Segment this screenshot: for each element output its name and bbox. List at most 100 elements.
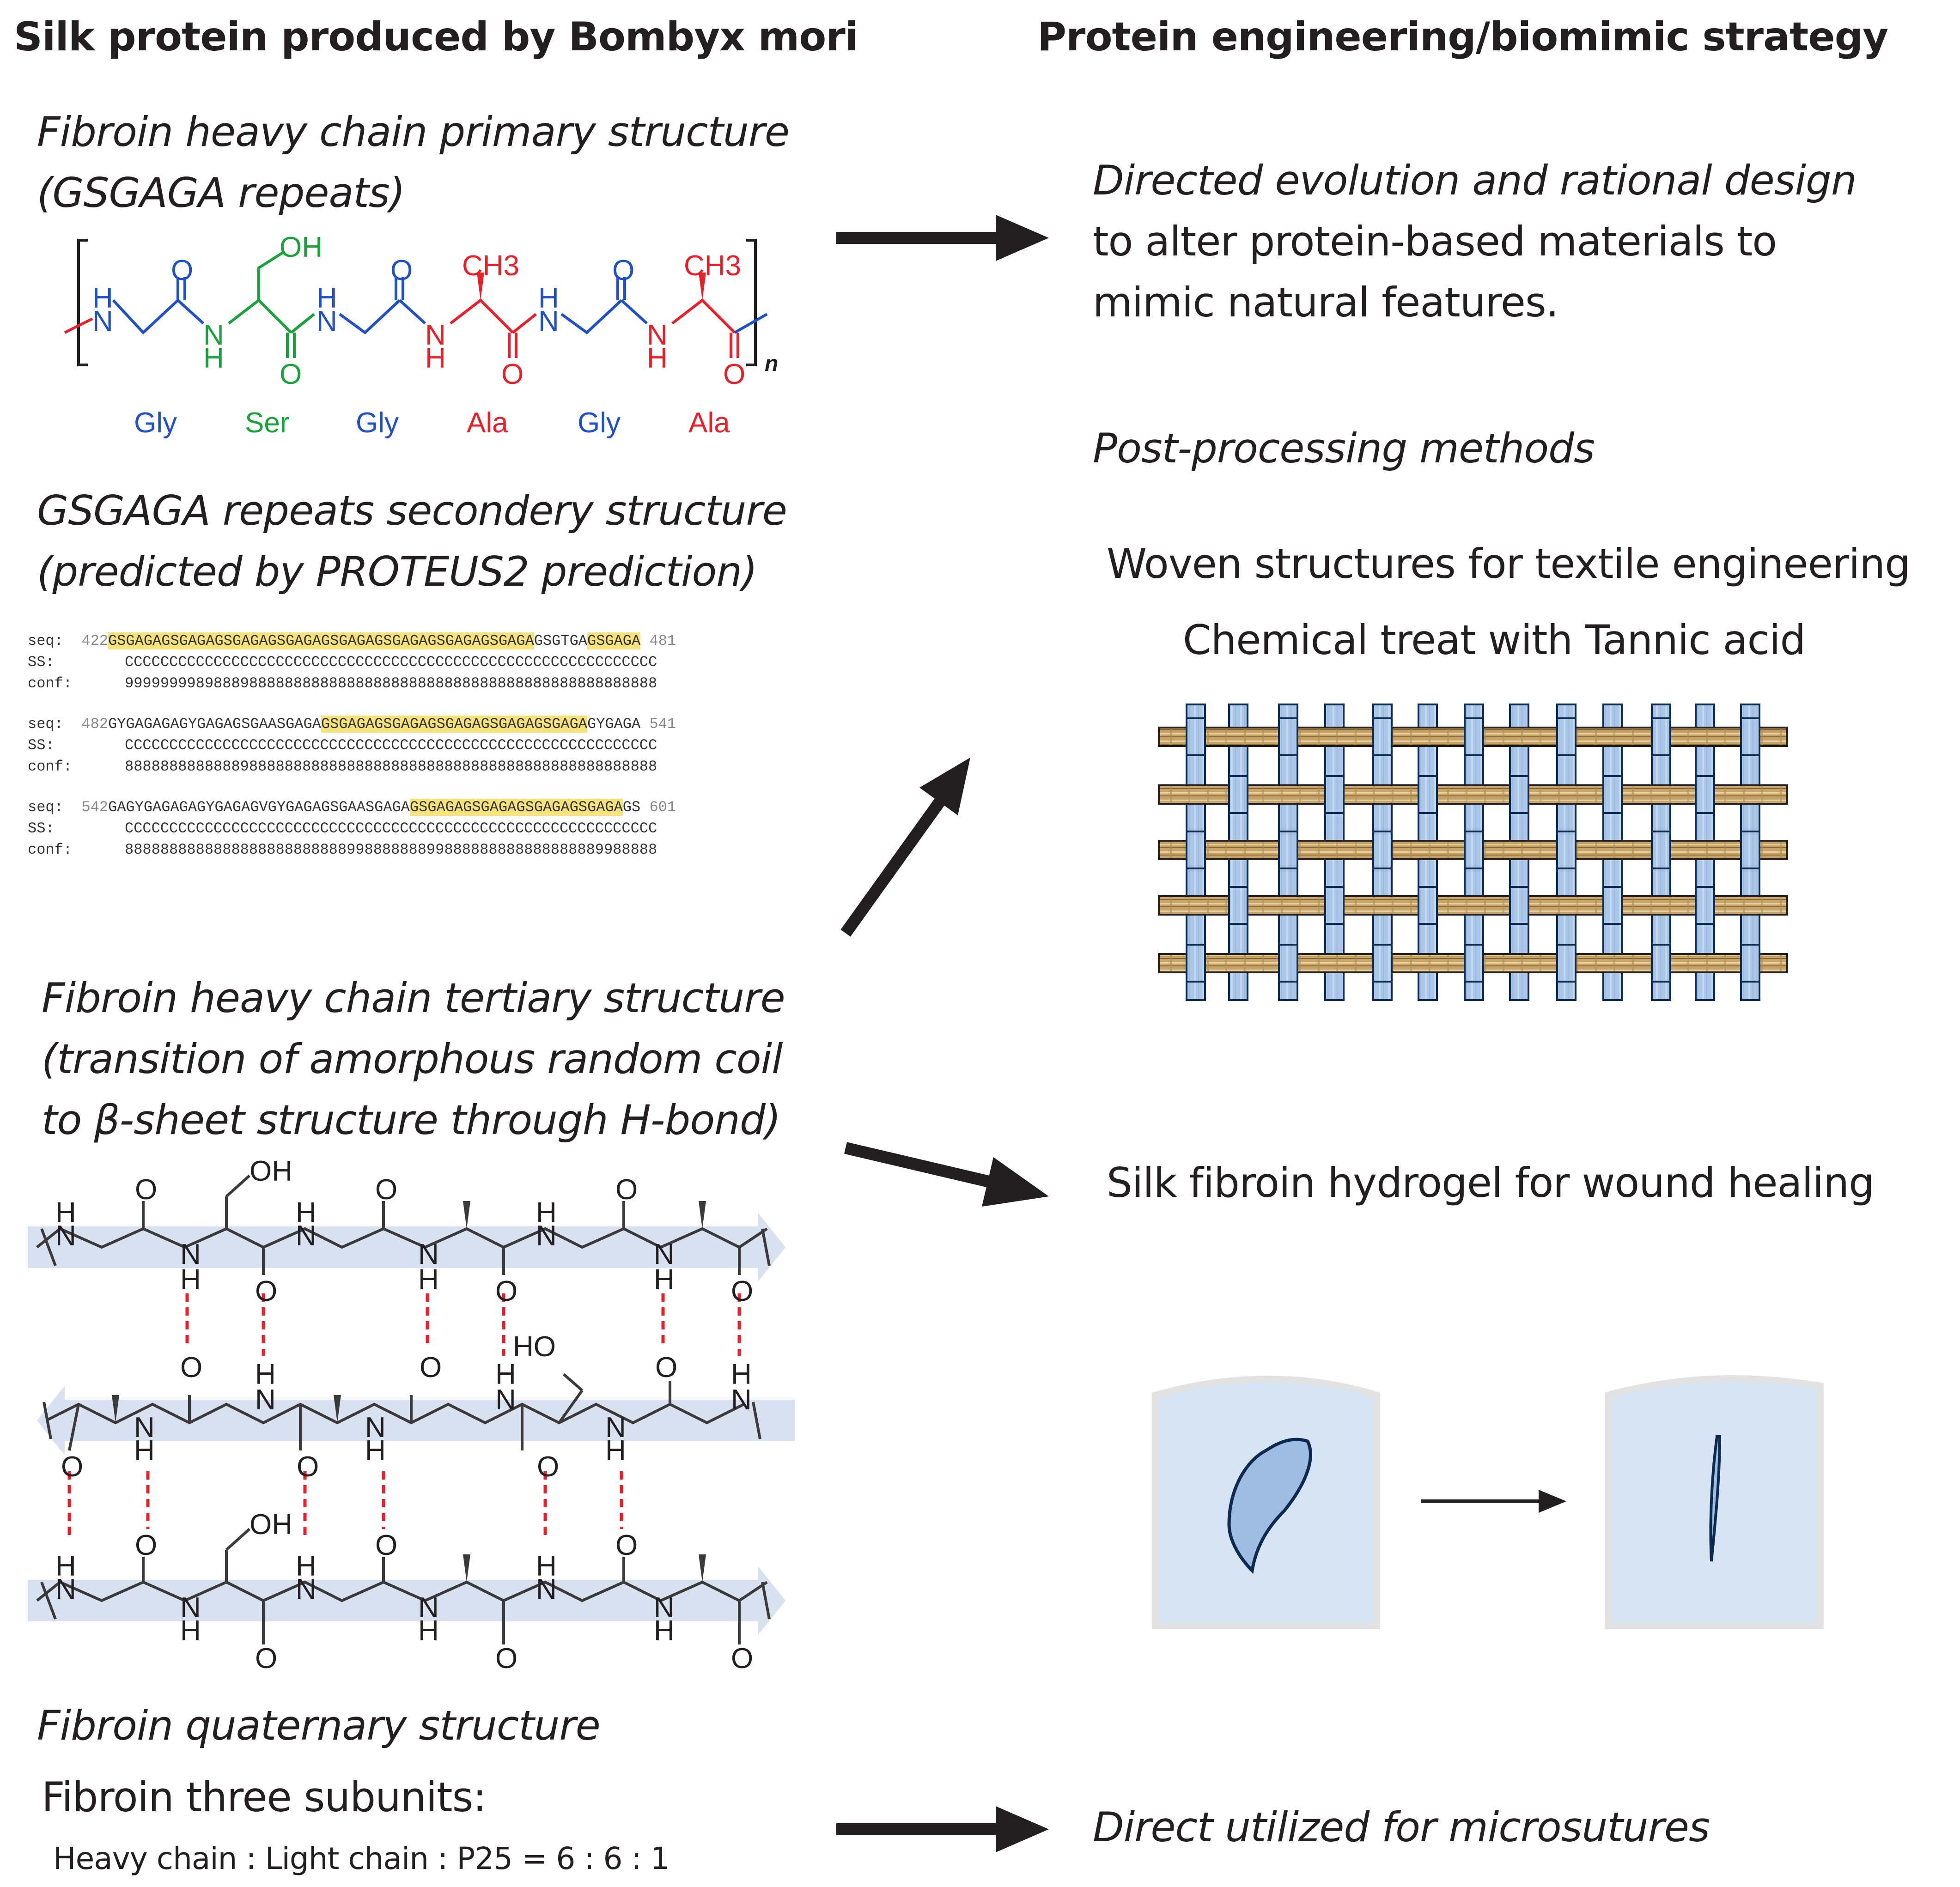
ss-values: CCCCCCCCCCCCCCCCCCCCCCCCCCCCCCCCCCCCCCCC…: [125, 820, 657, 837]
t3-atom-h: H: [536, 1550, 557, 1582]
primary-atom-o3: O: [390, 255, 413, 286]
t2-atom-n: N: [134, 1412, 155, 1444]
directed-line2: to alter protein-based materials to: [1093, 218, 1777, 265]
quaternary-title: Fibroin quaternary structure: [37, 1702, 601, 1749]
t3-atom-o: O: [731, 1643, 754, 1675]
t2-atom-n: N: [365, 1412, 386, 1444]
t2-atom-o: O: [420, 1352, 442, 1383]
t2-atom-o: O: [537, 1451, 560, 1483]
residue-label-4: Ala: [467, 407, 508, 439]
t2-atom-o: O: [61, 1451, 84, 1483]
t2-atom-h: H: [605, 1435, 626, 1467]
woven-structure-illustration: [1158, 704, 1788, 1001]
seq-start: 482: [81, 716, 109, 733]
t1-atom-n: N: [536, 1220, 557, 1252]
primary-title-line1: Fibroin heavy chain primary structure: [37, 108, 790, 156]
primary-atom-n5: N: [538, 305, 559, 337]
t2-atom-n: N: [495, 1384, 516, 1416]
t2-atom-h: H: [255, 1359, 276, 1390]
seq-plain: GAGYGAGAGAGYGAGAGVGYGAGAGSGAASGAGA: [108, 799, 410, 816]
arrow-tertiary-to-hydrogel: [844, 1142, 1049, 1207]
t1-atom-n: N: [296, 1220, 317, 1252]
seq-label: seq:: [28, 632, 63, 649]
t2-atom-n: N: [255, 1384, 276, 1416]
t2-atom-o: O: [180, 1352, 203, 1383]
primary-atom-h3: H: [317, 282, 337, 314]
seq-highlight: GSGAGAGSGAGAGSGAGAGSGAGAGSGAGAGSGAGAGSGA…: [108, 632, 534, 649]
primary-atom-oh: OH: [280, 231, 323, 263]
seq-start: 422: [81, 632, 109, 649]
primary-atom-n4: N: [425, 319, 446, 351]
t1-atom-h: H: [55, 1197, 76, 1229]
t1-atom-oh: OH: [250, 1155, 292, 1187]
t3-atom-n: N: [180, 1592, 201, 1624]
t1-atom-n: N: [654, 1238, 675, 1270]
primary-atom-n2: N: [203, 319, 224, 351]
t3-atom-o: O: [495, 1643, 518, 1675]
t2-atom-h: H: [731, 1359, 752, 1390]
t3-atom-h: H: [180, 1615, 201, 1647]
arrow-secondary-to-woven: [840, 758, 970, 937]
arrow-primary-to-directed: [836, 215, 1049, 261]
t1-atom-o: O: [731, 1275, 754, 1307]
microsutures-label: Direct utilized for microsutures: [1093, 1803, 1710, 1851]
t2-atom-o: O: [655, 1352, 678, 1383]
t2-atom-n: N: [731, 1384, 752, 1416]
t3-atom-o: O: [375, 1529, 398, 1561]
t3-atom-n: N: [296, 1573, 317, 1605]
t3-atom-oh: OH: [250, 1509, 292, 1541]
t3-atom-n: N: [536, 1573, 557, 1605]
left-header: Silk protein produced by Bombyx mori: [14, 14, 858, 60]
t2-atom-h: H: [495, 1359, 516, 1390]
t2-atom-o: O: [297, 1451, 319, 1483]
t1-atom-h: H: [536, 1197, 557, 1229]
directed-line3: mimic natural features.: [1093, 279, 1559, 326]
t1-atom-o: O: [375, 1174, 398, 1206]
sequence-block-3: seq: 542GAGYGAGAGAGYGAGAGVGYGAGAGSGAASGA…: [28, 797, 676, 861]
t1-atom-o: O: [615, 1174, 638, 1206]
t2-atom-h: H: [365, 1435, 386, 1467]
hydrogel-label: Silk fibroin hydrogel for wound healing: [1107, 1159, 1875, 1207]
t3-atom-h: H: [296, 1550, 317, 1582]
tertiary-title-line3: to β-sheet structure through H-bond): [42, 1096, 781, 1144]
secondary-title-line1: GSGAGA repeats secondery structure: [37, 487, 787, 534]
seq-start: 542: [81, 799, 109, 816]
seq-label: seq:: [28, 716, 63, 733]
t3-atom-h: H: [654, 1615, 675, 1647]
t2-atom-ho: HO: [513, 1331, 556, 1363]
residue-label-3: Gly: [356, 407, 399, 439]
seq-plain: GSGTGA: [534, 632, 587, 649]
primary-atom-h5: H: [538, 282, 559, 314]
secondary-title-line2: (predicted by PROTEUS2 prediction): [37, 548, 757, 595]
seq-highlight: GSGAGAGSGAGAGSGAGAGSGAGA: [409, 799, 623, 816]
conf-label: conf:: [28, 675, 73, 692]
t3-atom-o: O: [615, 1529, 638, 1561]
conf-label: conf:: [28, 758, 73, 775]
wound-after-panel: [1605, 1375, 1824, 1629]
t1-atom-n: N: [180, 1238, 201, 1270]
t1-atom-o: O: [495, 1275, 518, 1307]
t1-atom-h: H: [180, 1264, 201, 1296]
residue-label-6: Ala: [688, 407, 730, 439]
conf-values: 9999999989888988888888888888888888888888…: [125, 675, 657, 692]
wound-healing-arrow: [1421, 1490, 1566, 1513]
right-header: Protein engineering/biomimic strategy: [1037, 14, 1888, 60]
t3-atom-n: N: [418, 1592, 439, 1624]
ss-label: SS:: [28, 737, 55, 754]
seq-highlight: GSGAGA: [587, 632, 641, 649]
t1-atom-o: O: [255, 1275, 278, 1307]
seq-plain: GYGAGA: [587, 716, 641, 733]
residue-label-1: Gly: [134, 407, 177, 439]
t1-atom-h: H: [418, 1264, 439, 1296]
ss-values: CCCCCCCCCCCCCCCCCCCCCCCCCCCCCCCCCCCCCCCC…: [125, 654, 657, 671]
fibroin-subunits-label: Fibroin three subunits:: [42, 1773, 487, 1821]
primary-atom-ch3-2: CH3: [684, 250, 742, 282]
seq-end: 601: [649, 799, 676, 816]
directed-line1: Directed evolution and rational design: [1093, 157, 1857, 204]
tertiary-title-line1: Fibroin heavy chain tertiary structure: [42, 974, 785, 1022]
conf-values: 8888888888888988888888888888888888888888…: [125, 758, 657, 775]
t2-atom-h: H: [134, 1435, 155, 1467]
conf-label: conf:: [28, 841, 73, 858]
